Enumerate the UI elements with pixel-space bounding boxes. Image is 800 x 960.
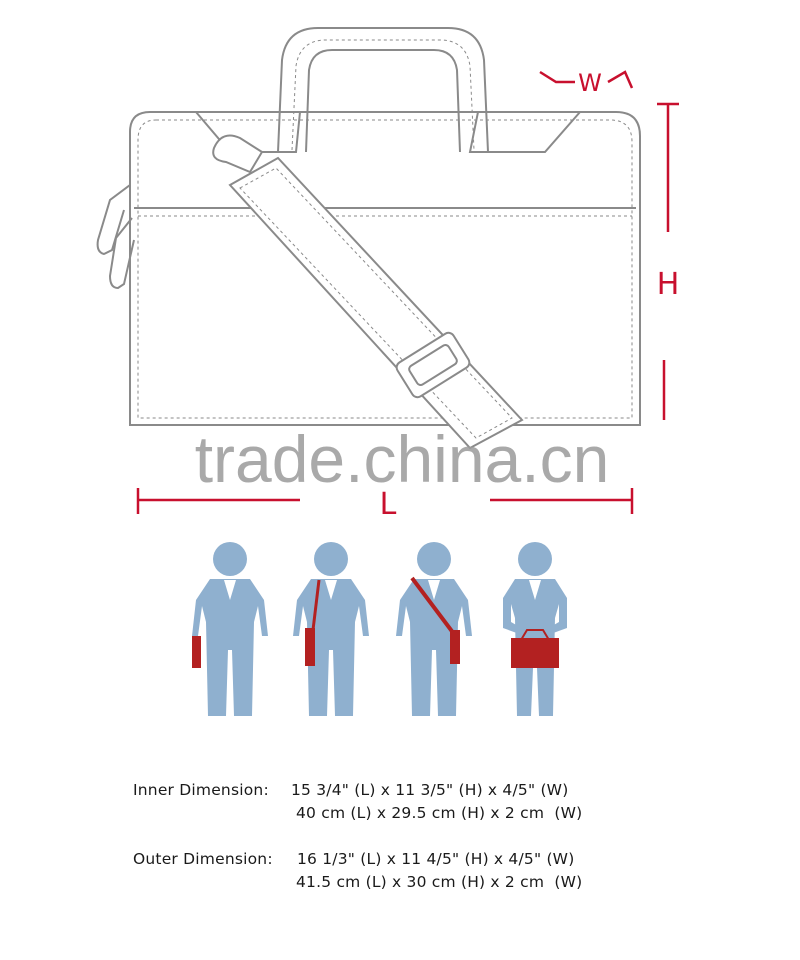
strap-clip-icon — [212, 134, 264, 174]
figure-cross-body — [396, 542, 472, 716]
width-marker — [539, 70, 575, 84]
dimension-markers — [136, 70, 679, 514]
width-marker — [607, 70, 634, 89]
bag-icon — [192, 636, 201, 668]
inner-dimension-label: Inner Dimension: — [133, 781, 269, 799]
carry-figures — [192, 542, 567, 716]
bag-icon — [450, 630, 460, 664]
outer-dimension-label: Outer Dimension: — [133, 850, 273, 868]
figure-hand-carry — [192, 542, 268, 716]
bag-handle-outer — [277, 27, 489, 153]
figure-two-hand-front — [503, 542, 567, 716]
strap-buckle-inner — [408, 343, 458, 387]
bag-body — [129, 111, 641, 426]
zipper-pull-icon — [108, 217, 135, 290]
inner-dimension-block: Inner Dimension: 15 3/4" (L) x 11 3/5" (… — [133, 781, 582, 827]
bag-icon — [511, 638, 559, 668]
watermark: trade.china.cn — [195, 422, 610, 496]
bag-handle-stitch — [291, 39, 475, 151]
width-label: W — [578, 69, 602, 97]
outer-dimension-block: Outer Dimension: 16 1/3" (L) x 11 4/5" (… — [133, 850, 582, 896]
bag-body-stitch — [137, 119, 633, 419]
outer-dimension-metric: 41.5 cm (L) x 30 cm (H) x 2 cm (W) — [296, 873, 583, 891]
zipper-pull-icon — [96, 184, 131, 256]
bag-illustration — [96, 27, 641, 450]
height-label: H — [657, 267, 680, 302]
inner-dimension-imperial: 15 3/4" (L) x 11 3/5" (H) x 4/5" (W) — [291, 781, 569, 799]
bag-icon — [305, 628, 315, 666]
bag-handle-tab-right — [468, 111, 581, 153]
bag-handle-inner — [305, 49, 461, 153]
length-label: L — [380, 487, 397, 522]
outer-dimension-imperial: 16 1/3" (L) x 11 4/5" (H) x 4/5" (W) — [297, 850, 575, 868]
inner-dimension-metric: 40 cm (L) x 29.5 cm (H) x 2 cm (W) — [296, 804, 583, 822]
shoulder-strap-stitch — [239, 167, 513, 439]
figure-shoulder-carry — [293, 542, 369, 716]
shoulder-strap — [228, 156, 524, 450]
